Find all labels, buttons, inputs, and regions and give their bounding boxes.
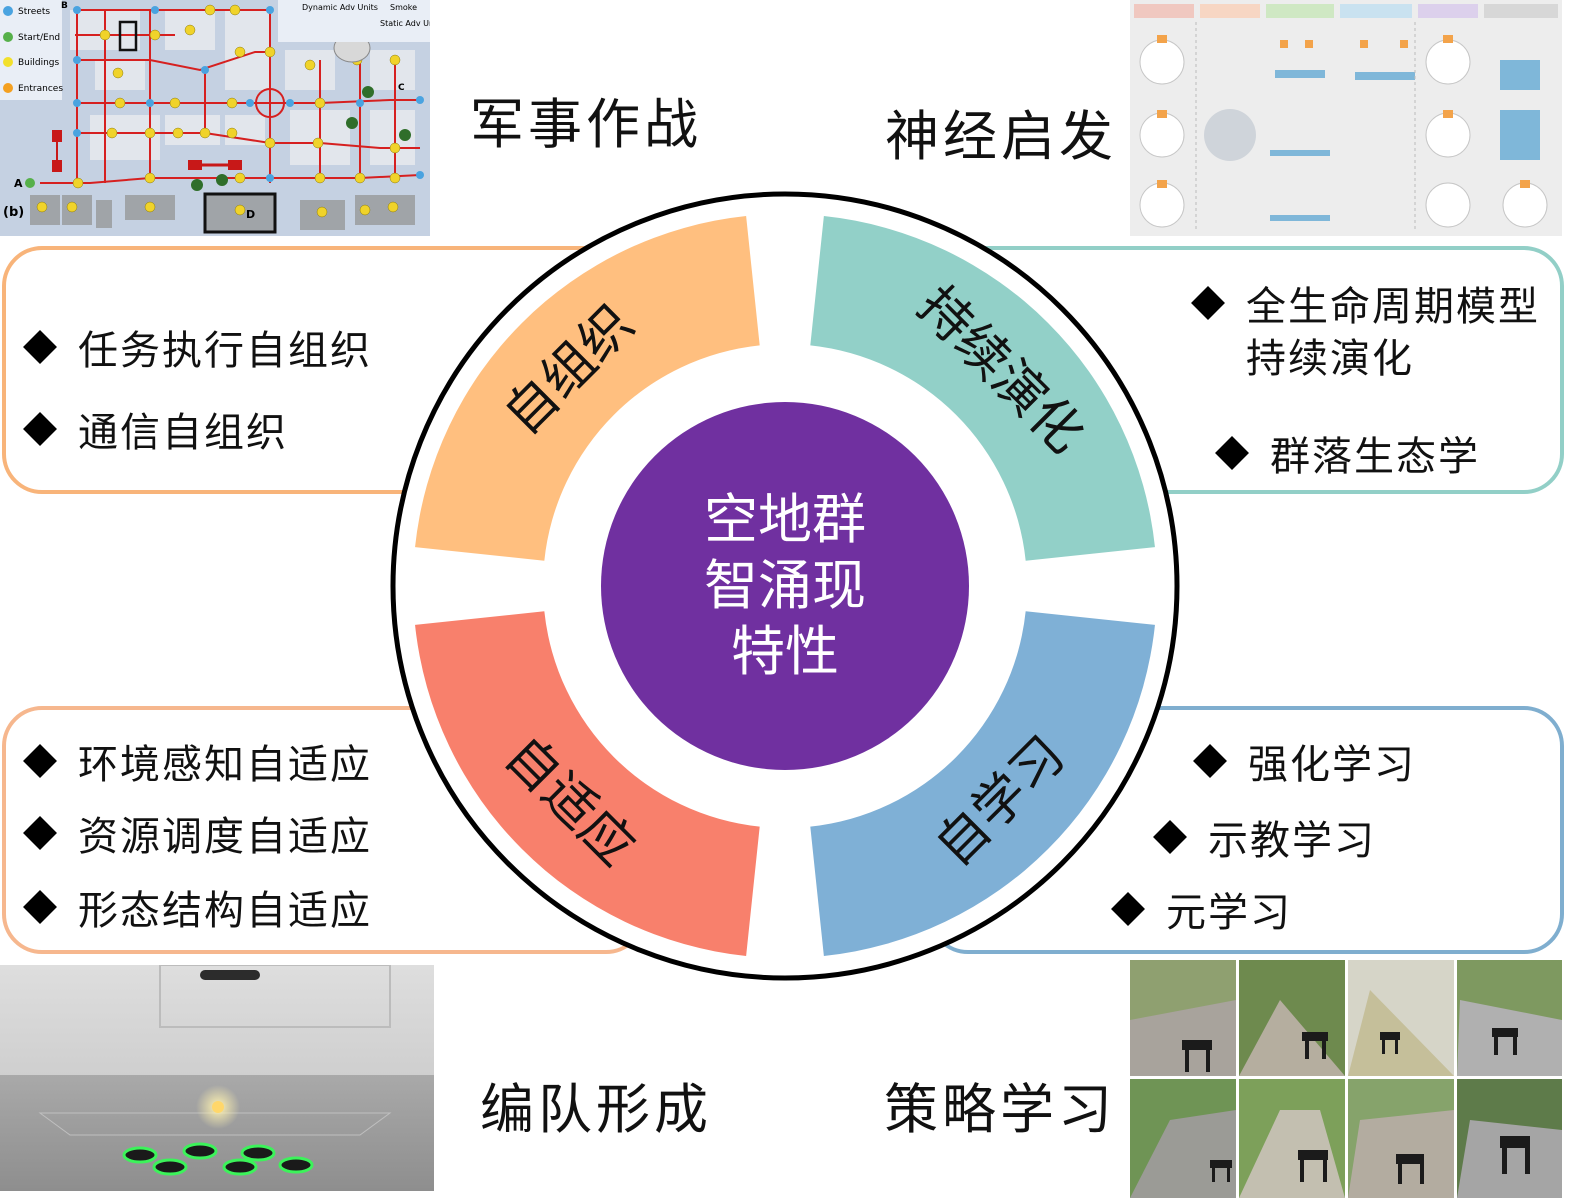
segment-continuous-evolution	[810, 216, 1155, 561]
formation-photo	[0, 965, 434, 1191]
bullet-morph-adapt: 形态结构自适应	[23, 878, 372, 936]
diamond-bullet-icon	[23, 330, 57, 364]
bullet-task-self-org: 任务执行自组织	[23, 318, 372, 376]
label-military-ops: 军事作战	[470, 93, 702, 156]
neuro-figure-image	[1130, 0, 1562, 236]
diamond-bullet-icon	[1153, 820, 1187, 854]
bullet-community-ecology: 群落生态学	[1215, 424, 1480, 482]
bullet-meta: 元学习	[1111, 880, 1292, 938]
diamond-bullet-icon	[1111, 892, 1145, 926]
legend-static: Static Adv Units	[380, 19, 430, 28]
center-text-line2: 智涌现	[704, 554, 866, 617]
diamond-bullet-icon	[1215, 436, 1249, 470]
legend-buildings: Buildings	[18, 58, 60, 68]
diamond-bullet-icon	[23, 744, 57, 778]
segment-self-adaptive	[415, 611, 760, 956]
bullet-lifecycle-model: 全生命周期模型	[1191, 274, 1540, 332]
legend-streets: Streets	[18, 7, 50, 17]
bullet-env-adapt: 环境感知自适应	[23, 732, 372, 790]
policy-learning-photos	[1130, 960, 1562, 1198]
emergence-ring-diagram: 空地群 智涌现 特性 自组织持续演化自学习自适应	[390, 191, 1180, 981]
label-policy-learning: 策略学习	[884, 1078, 1116, 1141]
map-panel-tag: (b)	[3, 205, 24, 220]
military-map-image: Streets Start/End Buildings Entrances	[0, 0, 430, 236]
label-formation: 编队形成	[480, 1078, 712, 1141]
legend-smoke: Smoke	[390, 3, 417, 12]
bullet-demonstration: 示教学习	[1153, 808, 1376, 866]
diamond-bullet-icon	[23, 816, 57, 850]
legend-dynamic: Dynamic Adv Units	[302, 3, 378, 12]
label-neuro-inspired: 神经启发	[885, 105, 1117, 168]
diamond-bullet-icon	[1193, 744, 1227, 778]
bullet-resource-adapt: 资源调度自适应	[23, 804, 372, 862]
bullet-reinforcement: 强化学习	[1193, 732, 1416, 790]
diamond-bullet-icon	[23, 412, 57, 446]
center-circle	[601, 402, 969, 770]
legend-entrances: Entrances	[18, 84, 63, 94]
node-b: B	[61, 1, 68, 11]
segment-self-organizing	[415, 216, 760, 561]
node-a: A	[14, 177, 23, 190]
center-text-line3: 特性	[731, 620, 839, 683]
bullet-lifecycle-model-cont: 持续演化	[1246, 336, 1414, 382]
node-c: C	[398, 83, 405, 93]
diamond-bullet-icon	[1191, 286, 1225, 320]
diamond-bullet-icon	[23, 890, 57, 924]
segment-self-learning	[810, 611, 1155, 956]
node-d: D	[246, 208, 255, 221]
center-text-line1: 空地群	[704, 488, 866, 551]
bullet-comm-self-org: 通信自组织	[23, 400, 288, 458]
legend-start-end: Start/End	[18, 33, 60, 43]
